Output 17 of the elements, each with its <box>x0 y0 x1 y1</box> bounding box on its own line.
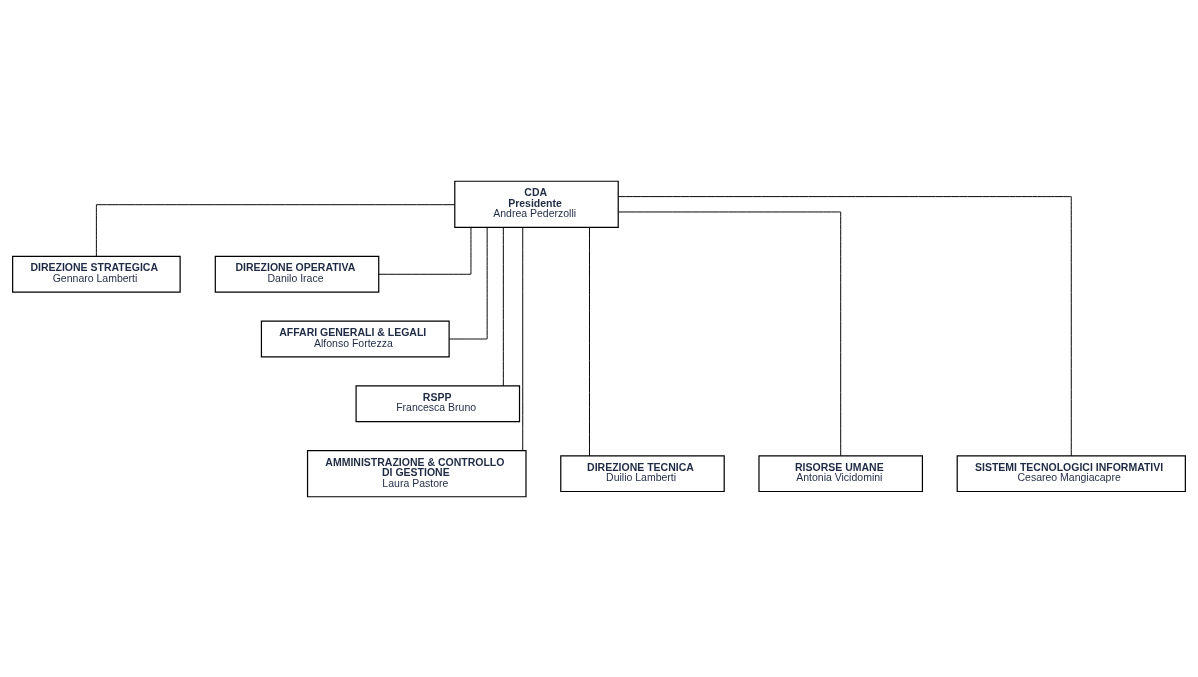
node-box: CDA Presidente Andrea Pederzolli <box>454 180 619 228</box>
connector <box>617 195 1072 456</box>
connector <box>589 226 590 456</box>
node-box: RISORSE UMANE Antonia Vicidomini <box>758 454 924 492</box>
connector <box>95 203 456 257</box>
node-box: DIREZIONE STRATEGICA Gennaro Lamberti <box>12 255 181 293</box>
node-box: AFFARI GENERALI & LEGALI Alfonso Fortezza <box>260 320 450 357</box>
node-box: SISTEMI TECNOLOGICI INFORMATIVI Cesareo Mangiacapre <box>956 454 1186 492</box>
connector <box>617 211 842 456</box>
node-box: AMMINISTRAZIONE & CONTROLLO DI GESTIONE Laura Pastore <box>306 449 527 497</box>
connector <box>502 226 504 386</box>
connector <box>448 226 488 339</box>
node-box: DIREZIONE OPERATIVA Danilo Irace <box>214 255 380 293</box>
connector <box>522 226 524 451</box>
node-box: RSPP Francesca Bruno <box>355 384 521 422</box>
connector <box>378 226 472 275</box>
node-box: DIREZIONE TECNICA Duilio Lamberti <box>560 454 725 492</box>
